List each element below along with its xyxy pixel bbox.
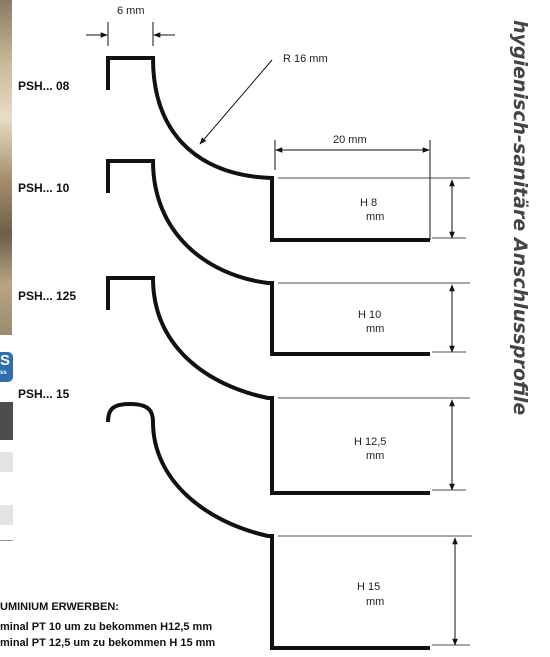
profile-code: PSH... 10 (18, 181, 70, 195)
profile-outline (106, 401, 430, 650)
profile-code: PSH... 08 (18, 79, 70, 93)
order-note-heading: UMINIUM ERWERBEN: (0, 601, 119, 613)
badge-letter: S (0, 352, 11, 369)
profile-psh-15: PSH... 15 H 15 mm (18, 387, 472, 650)
page-title-vertical: hygienisch-sanitäre Anschlussprofile (509, 20, 539, 540)
height-label: H 8 (360, 197, 377, 209)
radius-leader (199, 59, 273, 145)
profile-psh-10: PSH... 10 H 10 mm (18, 159, 470, 356)
profile-outline (106, 159, 430, 356)
stainless-badge: S ss (0, 352, 13, 382)
profile-psh-125: PSH... 125 H 12,5 mm (18, 276, 470, 495)
dim-label-6mm: 6 mm (117, 5, 145, 17)
profile-code: PSH... 15 (18, 387, 70, 401)
height-label: H 15 (357, 581, 380, 593)
profile-outline (106, 276, 430, 495)
dim-6mm: 6 mm (86, 5, 175, 46)
order-note-line: minal PT 10 um zu bekommen H12,5 mm (0, 621, 213, 633)
profile-code: PSH... 125 (18, 289, 76, 303)
table-cell (0, 452, 13, 472)
height-unit: mm (366, 450, 384, 462)
table-header-bar (0, 402, 13, 440)
page-title: hygienisch-sanitäre Anschlussprofile (509, 20, 531, 416)
table-cell (0, 505, 13, 525)
height-unit: mm (366, 323, 384, 335)
height-label: H 10 (358, 309, 381, 321)
dim-label-radius: R 16 mm (283, 53, 328, 65)
dim-label-20mm: 20 mm (333, 134, 367, 146)
badge-subtext: ss (0, 370, 7, 376)
profile-outline (106, 56, 430, 242)
height-unit: mm (366, 596, 384, 608)
table-divider (0, 540, 13, 541)
height-unit: mm (366, 211, 384, 223)
order-note-line: minal PT 12,5 um zu bekommen H 15 mm (0, 637, 216, 649)
dim-20mm: 20 mm (274, 134, 431, 240)
dim-radius: R 16 mm (199, 53, 328, 145)
height-label: H 12,5 (354, 436, 386, 448)
product-photo (0, 0, 12, 335)
profile-psh-08: PSH... 08 H 8 mm (18, 56, 470, 242)
